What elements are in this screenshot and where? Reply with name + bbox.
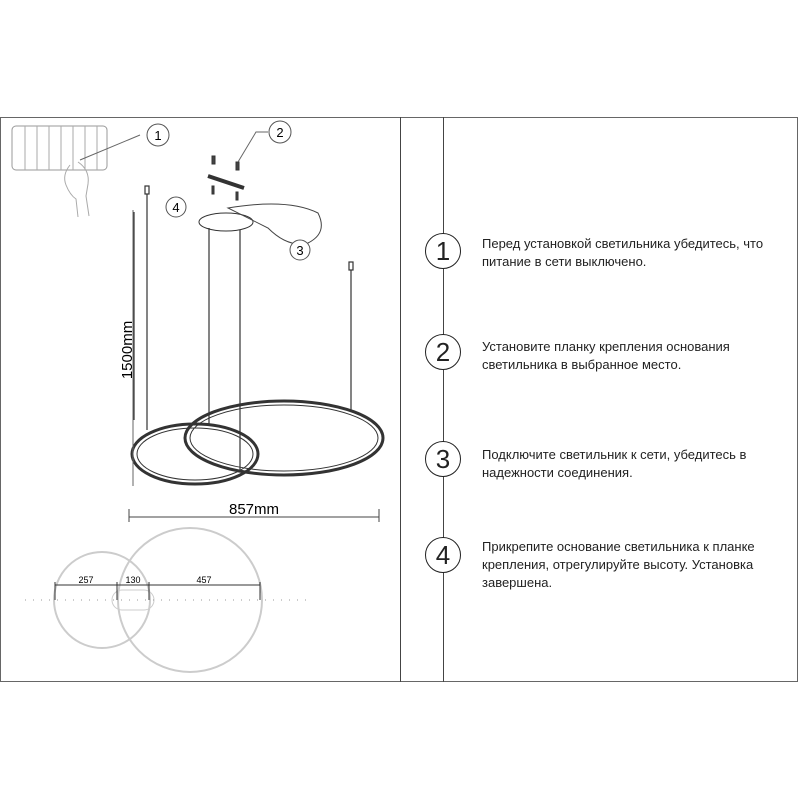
step-text-2: Установите планку крепления основания св… [482,339,730,372]
callout-label-2: 2 [276,125,283,140]
callout-circle-3 [289,239,311,261]
step-number-2: 2 [425,334,461,370]
callout-label-4: 4 [172,200,179,215]
width-dimension-label: 857mm [229,501,279,518]
callout-label-1: 1 [154,128,161,143]
callout-circle-2 [268,120,292,144]
mounting-bar-icon [207,155,245,201]
installation-diagram: 1 2 3 4 1500mm 857mm [11,120,385,673]
canopy-icon [198,212,254,232]
wiring-detail-bubble [226,203,322,245]
plan-dimension-257: 257 [78,575,93,585]
plan-dimension-457: 457 [196,575,211,585]
suspension-cables [133,185,354,470]
step-text-4: Прикрепите основание светильника к планк… [482,539,755,590]
step-number-4: 4 [425,537,461,573]
breaker-panel-icon [11,125,108,218]
divider-line [400,117,401,682]
plan-dimension-130: 130 [125,575,140,585]
step-text-1: Перед установкой светильника убедитесь, … [482,236,764,269]
plan-view-rings [53,527,263,673]
callout-leader-2 [237,131,268,163]
step-number-3: 3 [425,441,461,477]
step-text-3: Подключите светильник к сети, убедитесь … [482,447,747,480]
callout-label-3: 3 [296,243,303,258]
plan-dimension-lines [54,582,261,600]
callout-circle-1 [146,123,170,147]
step-number-1: 1 [425,233,461,269]
callout-leader-1 [79,134,141,161]
step-timeline-line [443,117,444,682]
height-dimension-label: 1500mm [119,321,136,379]
callout-circle-4 [165,196,187,218]
page-frame [0,117,798,682]
light-rings [130,399,385,486]
